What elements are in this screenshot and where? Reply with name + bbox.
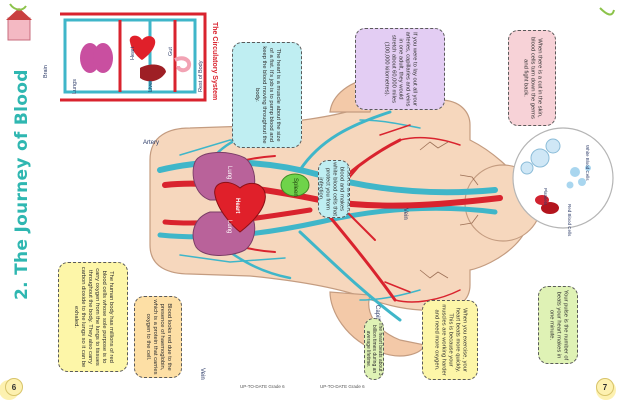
blood-cells-panel: [512, 127, 614, 229]
circulatory-diagram-title: The Circulatory System: [211, 22, 218, 101]
label-lung-top: Lung: [226, 166, 232, 180]
note-heart-size: The heart is a muscle about the size of …: [232, 42, 302, 148]
page-number-right: 7: [596, 378, 614, 396]
label-artery: Artery: [143, 140, 160, 146]
label-white-blood-cells: White Blood Cells: [585, 145, 590, 181]
note-exercise-text: When you exercise, your heart beats more…: [433, 304, 468, 376]
label-lungs: Lungs: [72, 79, 78, 94]
label-heart: Heart: [130, 46, 136, 60]
label-vein-left: Vein: [199, 368, 205, 380]
label-platelets: Platelets: [543, 188, 548, 206]
note-spleen: It stores and filters blood and makes wh…: [318, 160, 350, 218]
note-pulse-text: Your pulse is the number of beats your h…: [548, 289, 569, 361]
note-beats-text: The heart beats about 3 billion times du…: [364, 322, 384, 376]
circulatory-diagram: [6, 6, 208, 106]
label-rest-of-body: Rest of Body: [198, 60, 204, 93]
label-gut: Gut: [168, 47, 174, 56]
note-haemoglobin-text: Blood looks red due to the presence of h…: [144, 299, 173, 375]
page-number-left: 6: [5, 378, 23, 396]
footer-left: UP-TO-DATE Grade 6: [240, 384, 285, 389]
note-red-blood-cells-text: The human body has millions of red blood…: [72, 266, 115, 368]
note-vessel-length: If you were to lay out all your arteries…: [355, 28, 445, 110]
label-brain: Brain: [43, 65, 49, 78]
footer-right: UP-TO-DATE Grade 6: [320, 384, 365, 389]
note-clot: When there is a cut in the skin, blood c…: [508, 30, 556, 126]
label-spleen: Spleen: [292, 178, 298, 197]
note-haemoglobin: Blood looks red due to the presence of h…: [134, 296, 182, 378]
page-title: 2. The Journey of Blood: [12, 69, 32, 300]
spleen: [280, 173, 310, 197]
note-spleen-text: It stores and filters blood and makes wh…: [318, 162, 350, 216]
note-pulse: Your pulse is the number of beats your h…: [538, 286, 578, 364]
note-red-blood-cells: The human body has millions of red blood…: [58, 262, 128, 372]
note-exercise: When you exercise, your heart beats more…: [422, 300, 478, 380]
label-heart-organ: Heart: [234, 198, 240, 214]
capillaries: [419, 141, 479, 279]
note-heart-size-text: The heart is a muscle about the size of …: [253, 46, 282, 144]
note-vessel-length-text: If you were to lay out all your arteries…: [383, 31, 418, 107]
label-liver: Liver: [148, 80, 154, 92]
note-clot-text: When there is a cut in the skin, blood c…: [522, 37, 543, 119]
label-vein-right: Vein: [402, 208, 408, 220]
heart: [214, 181, 266, 233]
note-beats: The heart beats about 3 billion times du…: [364, 318, 384, 380]
label-red-blood-cells: Red Blood Cells: [567, 204, 572, 237]
label-lung-bottom: Lung: [226, 220, 232, 234]
